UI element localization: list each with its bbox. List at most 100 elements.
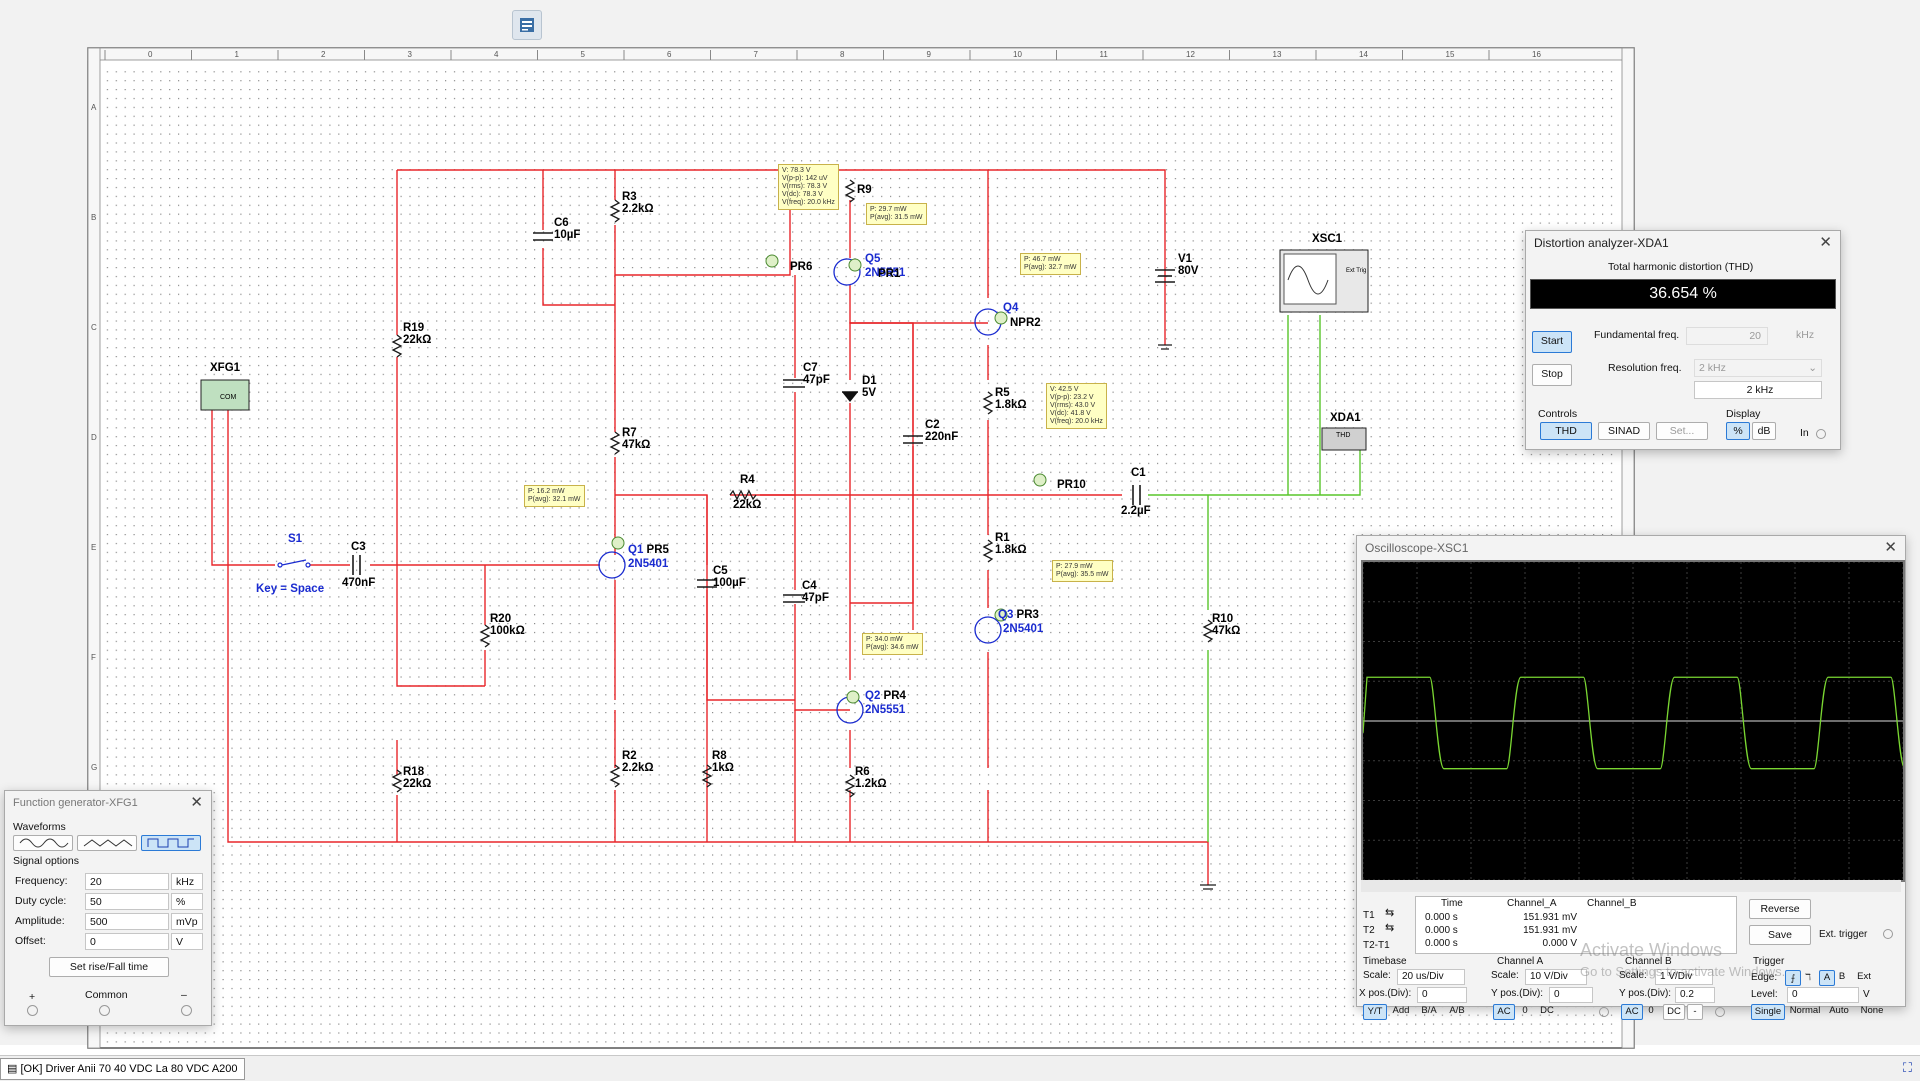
label-pr1: PR1 — [878, 268, 901, 280]
instrument-icon[interactable] — [512, 10, 542, 40]
reverse-button[interactable]: Reverse — [1749, 899, 1811, 919]
x-pos-input[interactable]: 0 — [1417, 987, 1467, 1003]
scope-plot — [1362, 561, 1906, 881]
trigger-b-button[interactable]: B — [1838, 971, 1846, 982]
frequency-unit[interactable]: kHz — [171, 873, 203, 890]
amplitude-unit[interactable]: mVp — [171, 913, 203, 930]
channel-a-scale-label: Scale: — [1491, 970, 1519, 981]
chevron-down-icon: ⌄ — [1808, 362, 1817, 374]
channel-b-zero-button[interactable]: 0 — [1648, 1005, 1654, 1016]
scope-screen[interactable] — [1361, 560, 1906, 882]
single-button[interactable]: Single — [1751, 1004, 1785, 1020]
ext-trigger-terminal-icon[interactable] — [1883, 929, 1893, 939]
thd-display: 36.654 % — [1530, 279, 1836, 309]
label-r4: R4 — [740, 474, 755, 486]
close-icon[interactable]: ✕ — [1884, 539, 1897, 556]
a-over-b-button[interactable]: A/B — [1449, 1005, 1465, 1016]
amplitude-input[interactable]: 500 — [85, 913, 169, 930]
stop-button[interactable]: Stop — [1532, 364, 1572, 386]
timebase-scale-input[interactable]: 20 us/Div — [1397, 969, 1465, 985]
auto-button[interactable]: Auto — [1829, 1005, 1849, 1016]
channel-a-terminal-icon[interactable] — [1599, 1007, 1609, 1017]
document-tab[interactable]: ▤ [OK] Driver Anii 70 40 VDC La 80 VDC A… — [0, 1058, 245, 1080]
ruler-row-label: D — [91, 433, 97, 442]
channel-b-ac-button[interactable]: AC — [1621, 1004, 1643, 1020]
frequency-input[interactable]: 20 — [85, 873, 169, 890]
channel-a-scale-input[interactable]: 10 V/Div — [1525, 969, 1587, 985]
fundamental-freq-input[interactable]: 20 — [1686, 327, 1768, 345]
distortion-title-bar[interactable]: Distortion analyzer-XDA1✕ — [1526, 231, 1840, 255]
label-q4-part: NPR2 — [1010, 317, 1041, 329]
function-generator-title-bar[interactable]: Function generator-XFG1✕ — [5, 791, 211, 815]
square-wave-icon[interactable] — [141, 835, 201, 851]
minus-terminal-icon[interactable] — [181, 1005, 192, 1016]
channel-a-dc-button[interactable]: DC — [1540, 1005, 1554, 1016]
add-button[interactable]: Add — [1392, 1005, 1410, 1016]
trigger-level-input[interactable]: 0 — [1787, 987, 1859, 1003]
channel-a-zero-button[interactable]: 0 — [1522, 1005, 1528, 1016]
plus-terminal-icon[interactable] — [27, 1005, 38, 1016]
set-rise-fall-button[interactable]: Set rise/Fall time — [49, 957, 169, 977]
channel-b-ypos-label: Y pos.(Div): — [1619, 988, 1672, 999]
save-button[interactable]: Save — [1749, 925, 1811, 945]
cursor-t2-label: T2 — [1363, 925, 1375, 936]
duty-cycle-input[interactable]: 50 — [85, 893, 169, 910]
label-xda1-thd: THD — [1336, 432, 1351, 439]
start-button[interactable]: Start — [1532, 331, 1572, 353]
channel-b-scale-input[interactable]: 1 V/Div — [1655, 969, 1713, 985]
b-over-a-button[interactable]: B/A — [1421, 1005, 1437, 1016]
channel-b-dc-button[interactable]: DC — [1663, 1004, 1685, 1020]
minus-terminal-label: – — [181, 989, 187, 1001]
yt-button[interactable]: Y/T — [1363, 1004, 1387, 1020]
cursor-arrows[interactable]: ⇆⇆ — [1385, 907, 1395, 934]
channel-b-ypos-input[interactable]: 0.2 — [1675, 987, 1715, 1003]
label-c3: C3 — [351, 541, 366, 553]
thd-button[interactable]: THD — [1540, 422, 1592, 440]
channel-a-ypos-input[interactable]: 0 — [1549, 987, 1593, 1003]
channel-a-ac-button[interactable]: AC — [1493, 1004, 1515, 1020]
close-icon[interactable]: ✕ — [190, 794, 203, 811]
oscilloscope-title-bar[interactable]: Oscilloscope-XSC1✕ — [1357, 536, 1905, 560]
common-terminal-label: Common — [85, 989, 128, 1001]
ext-trigger-label: Ext. trigger — [1819, 929, 1868, 940]
oscilloscope-window[interactable]: Oscilloscope-XSC1✕ T1 T2 T2-T1 ⇆⇆ Time C… — [1356, 535, 1906, 1020]
channel-b-terminal-icon[interactable] — [1715, 1007, 1725, 1017]
network-icon[interactable]: ⛶ — [1902, 1060, 1912, 1075]
switch-s1 — [277, 559, 311, 568]
ruler-col-label: 2 — [321, 50, 326, 59]
scope-scrollbar[interactable] — [1361, 880, 1901, 892]
function-generator-window[interactable]: Function generator-XFG1✕ Waveforms Signa… — [4, 790, 212, 1026]
duty-cycle-label: Duty cycle: — [15, 895, 67, 907]
rising-edge-icon[interactable]: ⨍ — [1785, 970, 1801, 986]
distortion-analyzer-window[interactable]: Distortion analyzer-XDA1✕ Total harmonic… — [1525, 230, 1841, 450]
falling-edge-icon[interactable]: ℸ — [1805, 972, 1811, 982]
normal-button[interactable]: Normal — [1789, 1005, 1821, 1016]
trigger-a-button[interactable]: A — [1819, 970, 1835, 986]
trigger-ext-button[interactable]: Ext — [1857, 971, 1871, 982]
close-icon[interactable]: ✕ — [1819, 234, 1832, 251]
label-s1: S1 — [288, 533, 303, 545]
common-terminal-icon[interactable] — [99, 1005, 110, 1016]
offset-input[interactable]: 0 — [85, 933, 169, 950]
channel-a-trace — [1362, 676, 1906, 770]
timebase-scale-label: Scale: — [1363, 970, 1391, 981]
sine-wave-icon[interactable] — [13, 835, 73, 851]
percent-button[interactable]: % — [1726, 422, 1750, 440]
offset-unit[interactable]: V — [171, 933, 203, 950]
resolution-freq-select[interactable]: 2 kHz⌄ — [1694, 359, 1822, 377]
label-r4-val: 22kΩ — [733, 499, 762, 511]
channel-b-minus-button[interactable]: - — [1687, 1004, 1703, 1020]
label-c3-val: 470nF — [342, 577, 376, 589]
set-button[interactable]: Set... — [1656, 422, 1708, 440]
channel-b-scale-label: Scale: — [1619, 970, 1647, 981]
db-button[interactable]: dB — [1752, 422, 1776, 440]
duty-cycle-unit[interactable]: % — [171, 893, 203, 910]
sinad-button[interactable]: SINAD — [1598, 422, 1650, 440]
none-button[interactable]: None — [1860, 1005, 1884, 1016]
in-terminal-icon[interactable] — [1816, 429, 1826, 439]
triangle-wave-icon[interactable] — [77, 835, 137, 851]
